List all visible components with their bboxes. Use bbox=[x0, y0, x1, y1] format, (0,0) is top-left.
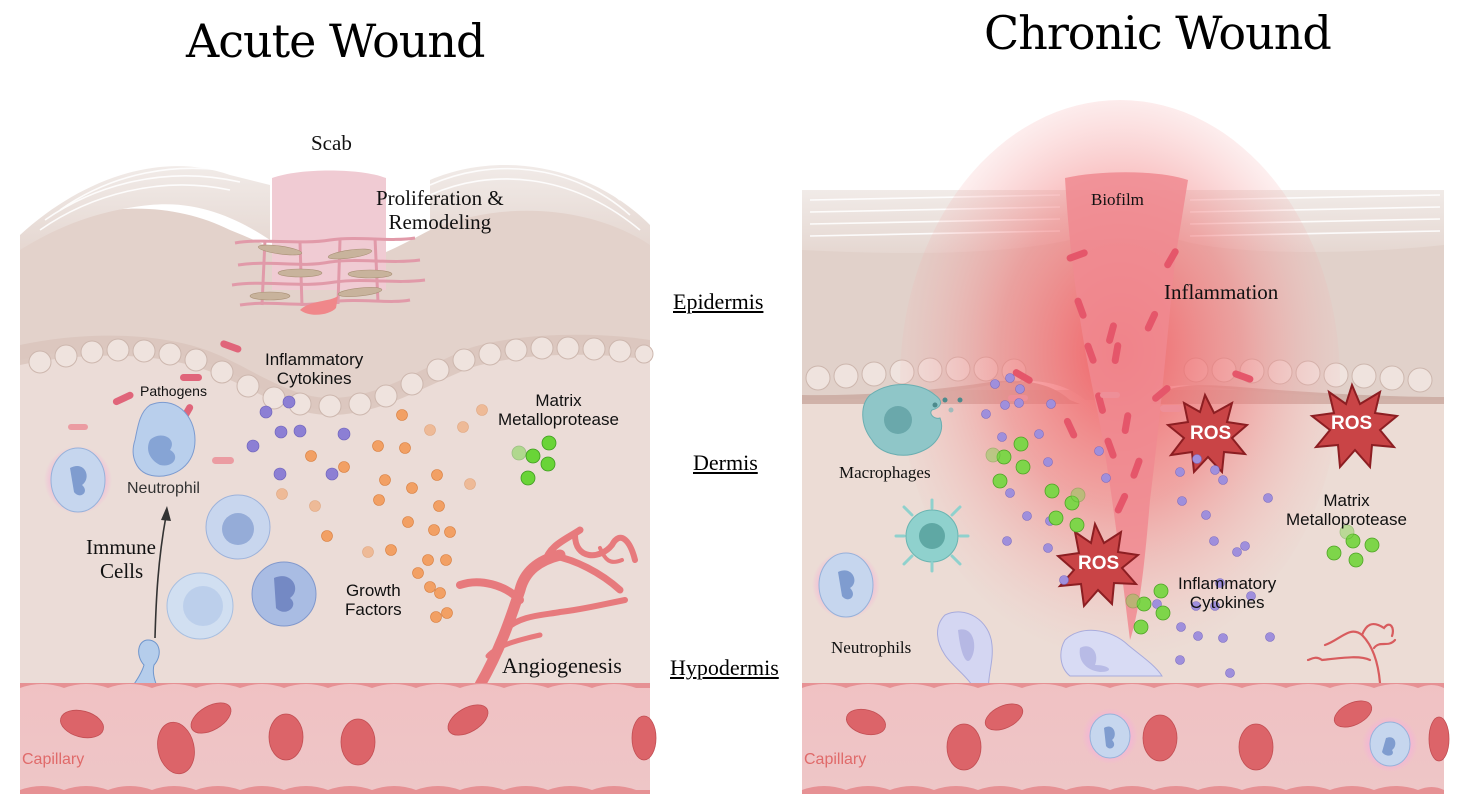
label-ros-1: ROS bbox=[1190, 423, 1232, 444]
label-ros-3: ROS bbox=[1078, 553, 1120, 574]
acute-red-blood-cells bbox=[60, 702, 657, 775]
label-chronic-matrix-metalloprotease: Matrix Metalloprotease bbox=[1286, 491, 1407, 529]
angiogenesis-vessel bbox=[456, 526, 638, 691]
label-macrophages: Macrophages bbox=[839, 463, 931, 482]
acute-capillary bbox=[20, 683, 650, 793]
chronic-small-vessel bbox=[1306, 622, 1397, 685]
label-chronic-cytokines-line2: Cytokines bbox=[1189, 593, 1265, 613]
label-scab: Scab bbox=[311, 131, 352, 155]
label-acute-cytokines-line1: Inflammatory bbox=[265, 350, 364, 369]
label-acute-mmp-line1: Matrix bbox=[535, 391, 582, 410]
ros-star-1 bbox=[1165, 392, 1250, 475]
macrophage-phagocytic bbox=[862, 384, 963, 456]
label-acute-inflammatory-cytokines: Inflammatory Cytokines bbox=[265, 350, 363, 388]
label-proliferation-line2: Remodeling bbox=[388, 209, 492, 234]
label-acute-matrix-metalloprotease: Matrix Metalloprotease bbox=[498, 391, 619, 429]
label-ros-2: ROS bbox=[1331, 413, 1373, 434]
label-chronic-inflammatory-cytokines: Inflammatory Cytokines bbox=[1178, 574, 1276, 612]
label-chronic-cytokines-line1: Inflammatory bbox=[1178, 574, 1277, 593]
immune-migration-arrow bbox=[154, 506, 171, 639]
label-proliferation-remodeling: Proliferation & Remodeling bbox=[376, 186, 504, 234]
acute-cytokines bbox=[246, 395, 351, 481]
chronic-panel bbox=[802, 100, 1450, 794]
label-chronic-mmp-line2: Metalloprotease bbox=[1286, 510, 1407, 530]
acute-epidermis bbox=[20, 208, 650, 410]
layer-label-epidermis: Epidermis bbox=[673, 289, 764, 314]
growth-factors bbox=[276, 404, 488, 623]
layer-label-dermis: Dermis bbox=[693, 450, 758, 475]
acute-mmp bbox=[511, 435, 557, 486]
label-immune-cells: Immune Cells bbox=[86, 535, 156, 583]
biofilm-wound-channel bbox=[1065, 172, 1188, 640]
chronic-wound-title: Chronic Wound bbox=[984, 6, 1332, 60]
label-immune-line2: Cells bbox=[100, 558, 144, 583]
label-immune-line1: Immune bbox=[86, 535, 156, 559]
acute-panel bbox=[20, 159, 657, 794]
ros-star-2 bbox=[1309, 382, 1400, 470]
chronic-red-blood-cells bbox=[846, 700, 1450, 771]
label-acute-mmp-line2: Metalloprotease bbox=[498, 410, 619, 430]
layer-label-hypodermis: Hypodermis bbox=[670, 655, 779, 680]
label-acute-cytokines-line2: Cytokines bbox=[276, 369, 352, 389]
label-acute-capillary: Capillary bbox=[22, 751, 85, 768]
label-biofilm: Biofilm bbox=[1091, 190, 1144, 209]
label-neutrophil: Neutrophil bbox=[127, 480, 200, 497]
label-growth-line1: Growth bbox=[345, 581, 401, 600]
label-proliferation-line1: Proliferation & bbox=[376, 186, 504, 210]
label-growth-line2: Factors bbox=[345, 600, 402, 620]
label-pathogens: Pathogens bbox=[140, 383, 207, 399]
acute-wound-title: Acute Wound bbox=[186, 14, 485, 68]
label-chronic-capillary: Capillary bbox=[804, 751, 867, 768]
label-angiogenesis: Angiogenesis bbox=[502, 653, 622, 678]
label-chronic-mmp-line1: Matrix bbox=[1323, 491, 1370, 510]
ros-star-3 bbox=[1055, 520, 1141, 609]
label-inflammation: Inflammation bbox=[1164, 280, 1279, 304]
macrophage-activated bbox=[894, 498, 970, 573]
chronic-cytokines bbox=[981, 373, 1275, 678]
label-neutrophils: Neutrophils bbox=[831, 638, 912, 657]
label-growth-factors: Growth Factors bbox=[345, 581, 402, 619]
chronic-bacteria bbox=[1008, 248, 1254, 514]
chronic-mmp bbox=[985, 436, 1380, 635]
